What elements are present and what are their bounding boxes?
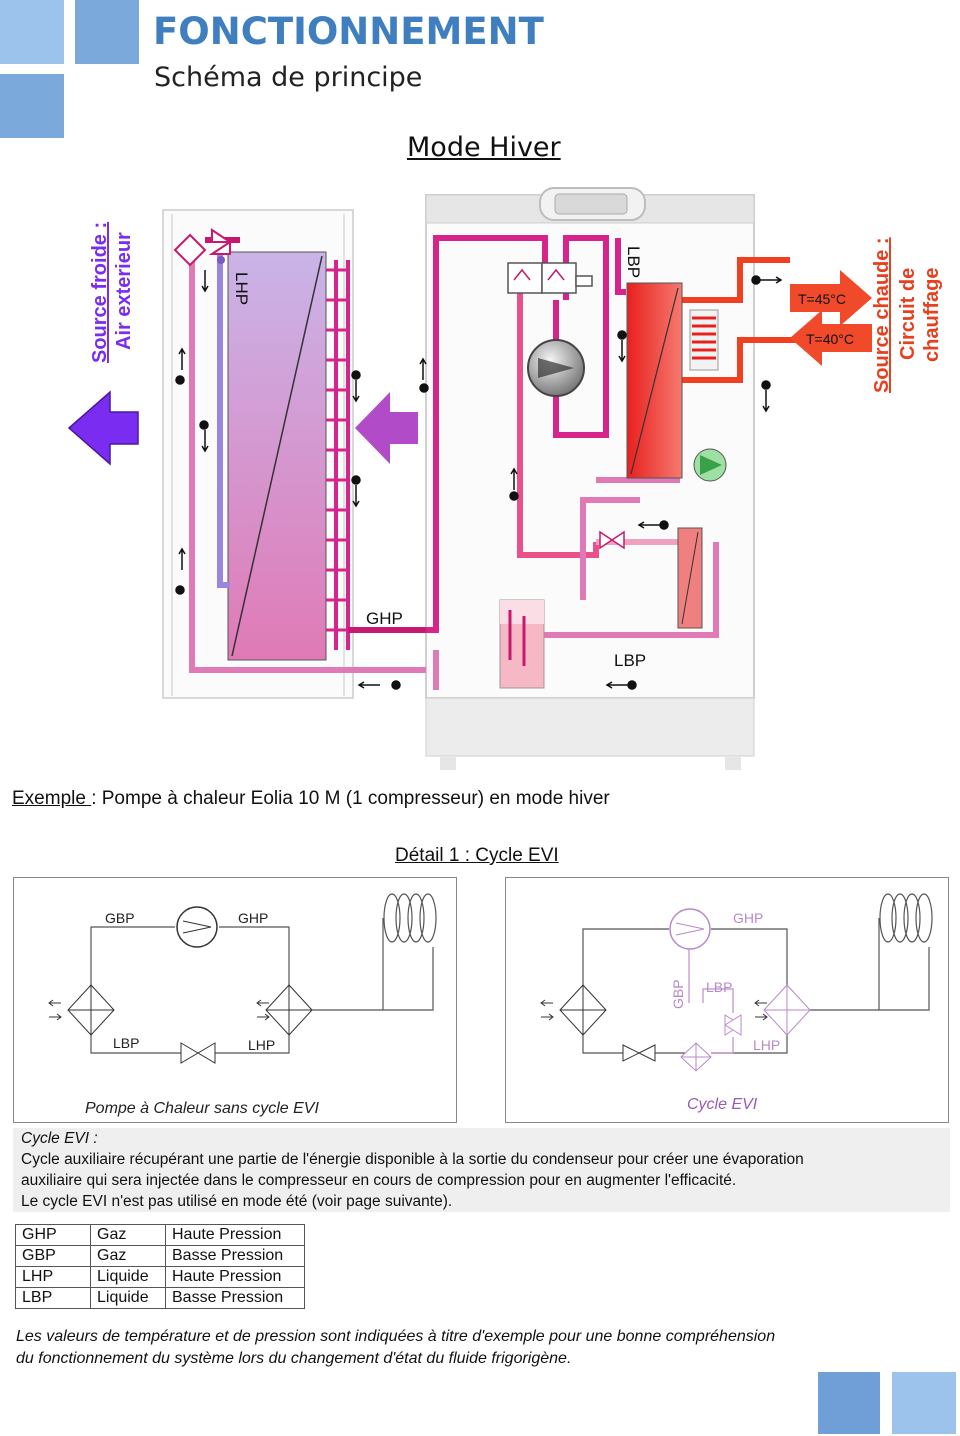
decor-square-2 — [75, 0, 139, 64]
example-caption: Exemple : Pompe à chaleur Eolia 10 M (1 … — [12, 788, 610, 810]
decor-square-3 — [0, 74, 64, 138]
compressor — [527, 339, 585, 397]
hot-water-out-arrow — [790, 270, 872, 326]
footnote-line-1: Les valeurs de température et de pressio… — [16, 1328, 776, 1345]
legend-row: GHP Gaz Haute Pression — [15, 1224, 305, 1246]
svg-text:Air exterieur: Air exterieur — [113, 232, 135, 350]
lbp-top-label: LBP — [624, 246, 643, 278]
detail-title: Détail 1 : Cycle EVI — [395, 845, 559, 866]
exchangers-left — [48, 984, 313, 1064]
evi-line-2: auxiliaire qui sera injectée dans le com… — [21, 1172, 737, 1189]
hot-source-label: Source chaude : Circuit de chauffage — [871, 237, 943, 393]
hot-water-in-arrow — [790, 310, 872, 366]
compressor-right — [669, 908, 711, 950]
compressor-left — [176, 906, 218, 948]
left-lhp: LHP — [248, 1037, 275, 1053]
legend-code: LBP — [15, 1287, 91, 1309]
legend-row: LBP Liquide Basse Pression — [15, 1287, 305, 1309]
legend-state: Liquide — [90, 1287, 166, 1309]
decor-square-5 — [892, 1372, 956, 1434]
legend-code: GHP — [15, 1224, 91, 1246]
legend-pressure: Haute Pression — [165, 1224, 305, 1246]
right-lhp: LHP — [753, 1037, 780, 1053]
svg-text:Source froide :: Source froide : — [89, 222, 111, 363]
svg-text:chauffage: chauffage — [921, 268, 943, 362]
heating-coil — [689, 309, 719, 371]
left-lbp: LBP — [113, 1035, 139, 1051]
legend-row: GBP Gaz Basse Pression — [15, 1245, 305, 1267]
lbp-bottom-label: LBP — [614, 651, 646, 670]
legend-pressure: Haute Pression — [165, 1266, 305, 1288]
example-prefix: Exemple — [12, 788, 92, 809]
four-way-valve — [507, 262, 593, 294]
legend-state: Gaz — [90, 1224, 166, 1246]
exchangers-right — [540, 984, 811, 1072]
right-caption: Cycle EVI — [687, 1096, 758, 1113]
page-subtitle: Schéma de principe — [154, 62, 423, 93]
footnote: Les valeurs de température et de pressio… — [16, 1326, 916, 1370]
svg-text:Circuit de: Circuit de — [897, 268, 919, 360]
legend-code: GBP — [15, 1245, 91, 1267]
cold-air-out-arrow — [67, 390, 139, 466]
detail-right-diagram: GHP GBP LBP LHP Cycle EVI — [505, 877, 949, 1123]
decor-square-1 — [0, 0, 64, 64]
page-title: FONCTIONNEMENT — [153, 10, 544, 53]
example-text: : Pompe à chaleur Eolia 10 M (1 compress… — [91, 788, 610, 809]
temp-in: T=40°C — [806, 331, 854, 347]
decor-square-4 — [818, 1372, 880, 1434]
condenser — [626, 282, 683, 479]
right-gbp: GBP — [670, 979, 686, 1009]
evi-line-3: Le cycle EVI n'est pas utilisé en mode é… — [21, 1193, 453, 1210]
evi-title: Cycle EVI : — [21, 1130, 98, 1147]
legend-code: LHP — [15, 1266, 91, 1288]
legend-row: LHP Liquide Haute Pression — [15, 1266, 305, 1288]
left-caption: Pompe à Chaleur sans cycle EVI — [85, 1100, 319, 1117]
expansion-valve-outdoor — [173, 228, 234, 267]
legend-pressure: Basse Pression — [165, 1287, 305, 1309]
legend-state: Liquide — [90, 1266, 166, 1288]
temp-out: T=45°C — [798, 291, 846, 307]
flow-arrows — [175, 270, 783, 690]
evi-line-1: Cycle auxiliaire récupérant une partie d… — [21, 1151, 804, 1168]
evaporator — [227, 251, 350, 661]
evi-exchanger — [599, 527, 703, 629]
legend-state: Gaz — [90, 1245, 166, 1267]
indoor-pipes — [426, 235, 800, 690]
ghp-label: GHP — [366, 609, 403, 628]
lhp-label: LHP — [232, 272, 251, 305]
right-ghp: GHP — [733, 910, 763, 926]
svg-text:Source chaude :: Source chaude : — [871, 237, 893, 393]
left-ghp: GHP — [238, 910, 268, 926]
mode-title: Mode Hiver — [407, 132, 561, 163]
cold-air-in-arrow — [355, 392, 418, 464]
abbreviation-legend: GHP Gaz Haute Pression GBP Gaz Basse Pre… — [15, 1224, 305, 1309]
footnote-line-2: du fonctionnement du système lors du cha… — [16, 1350, 572, 1367]
right-lbp: LBP — [706, 979, 732, 995]
legend-pressure: Basse Pression — [165, 1245, 305, 1267]
heat-pump-diagram: LHP — [67, 187, 943, 770]
circulator-pump — [693, 448, 727, 482]
detail-left-diagram: GBP GHP LBP LHP Pompe à Chaleur sans cyc… — [13, 877, 457, 1123]
outdoor-pipes — [189, 237, 426, 673]
left-gbp: GBP — [105, 910, 135, 926]
evi-description: Cycle EVI : Cycle auxiliaire récupérant … — [13, 1128, 950, 1212]
liquid-receiver — [499, 599, 545, 689]
cold-source-label: Source froide : Air exterieur — [89, 222, 135, 363]
